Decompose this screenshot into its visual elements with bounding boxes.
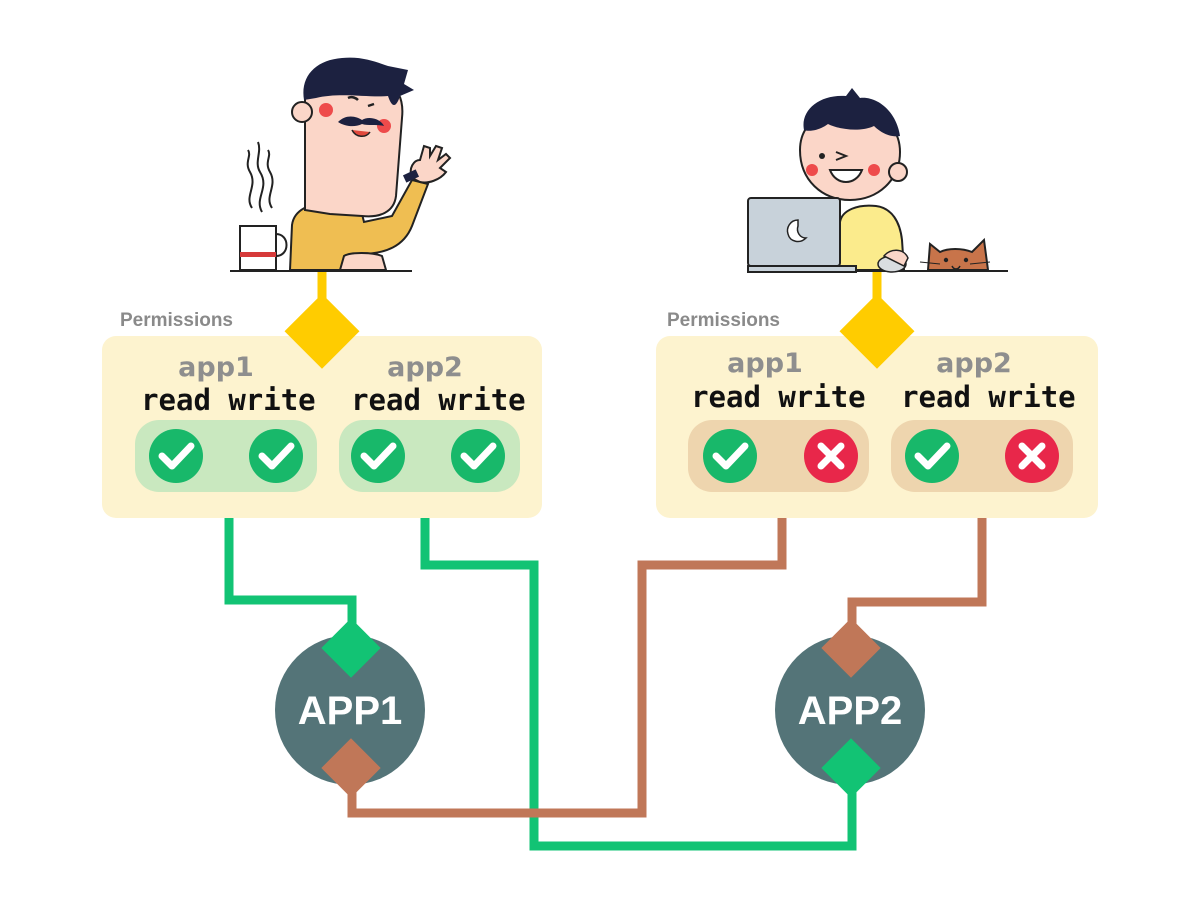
check-icon <box>905 429 959 483</box>
app1-node: APP1 <box>275 618 425 798</box>
connector-user1-app2-to-app2-node <box>420 490 857 851</box>
app2-node: APP2 <box>775 618 925 798</box>
cat-icon <box>919 237 991 271</box>
app-label: app2 <box>387 352 463 383</box>
app1-node-label: APP1 <box>298 689 403 733</box>
user2-permissions-panel: Permissions app1 read write app2 read wr… <box>656 293 1098 518</box>
check-icon <box>149 429 203 483</box>
steam-icon <box>246 141 274 213</box>
read-label: read <box>901 380 971 414</box>
laptop-icon <box>747 197 857 273</box>
permissions-title: Permissions <box>667 310 780 331</box>
app-label: app1 <box>178 352 254 383</box>
app1-brown-port <box>321 738 381 798</box>
write-label: write <box>778 380 865 414</box>
check-icon <box>351 429 405 483</box>
write-label: write <box>988 380 1075 414</box>
user2-connector-diamond <box>839 293 915 369</box>
coffee-mug-icon <box>239 225 288 271</box>
app-label: app1 <box>727 348 803 379</box>
cross-icon <box>804 429 858 483</box>
check-icon <box>703 429 757 483</box>
user-laptop-illustration <box>747 88 1008 273</box>
read-label: read <box>351 383 421 417</box>
read-label: read <box>691 380 761 414</box>
read-label: read <box>141 383 211 417</box>
check-icon <box>249 429 303 483</box>
permissions-title: Permissions <box>120 310 233 331</box>
check-icon <box>451 429 505 483</box>
user1-permissions-panel: Permissions app1 read write app2 read wr… <box>102 293 542 518</box>
app2-brown-port <box>821 618 881 678</box>
app1-green-port <box>321 618 381 678</box>
user-waving-illustration <box>230 57 452 272</box>
user1-connector-diamond <box>284 293 360 369</box>
app2-node-label: APP2 <box>798 689 903 733</box>
write-label: write <box>228 383 315 417</box>
cross-icon <box>1005 429 1059 483</box>
connector-user2-app1-to-app1-node <box>347 490 787 818</box>
app2-green-port <box>821 738 881 798</box>
write-label: write <box>438 383 525 417</box>
app-label: app2 <box>936 348 1012 379</box>
